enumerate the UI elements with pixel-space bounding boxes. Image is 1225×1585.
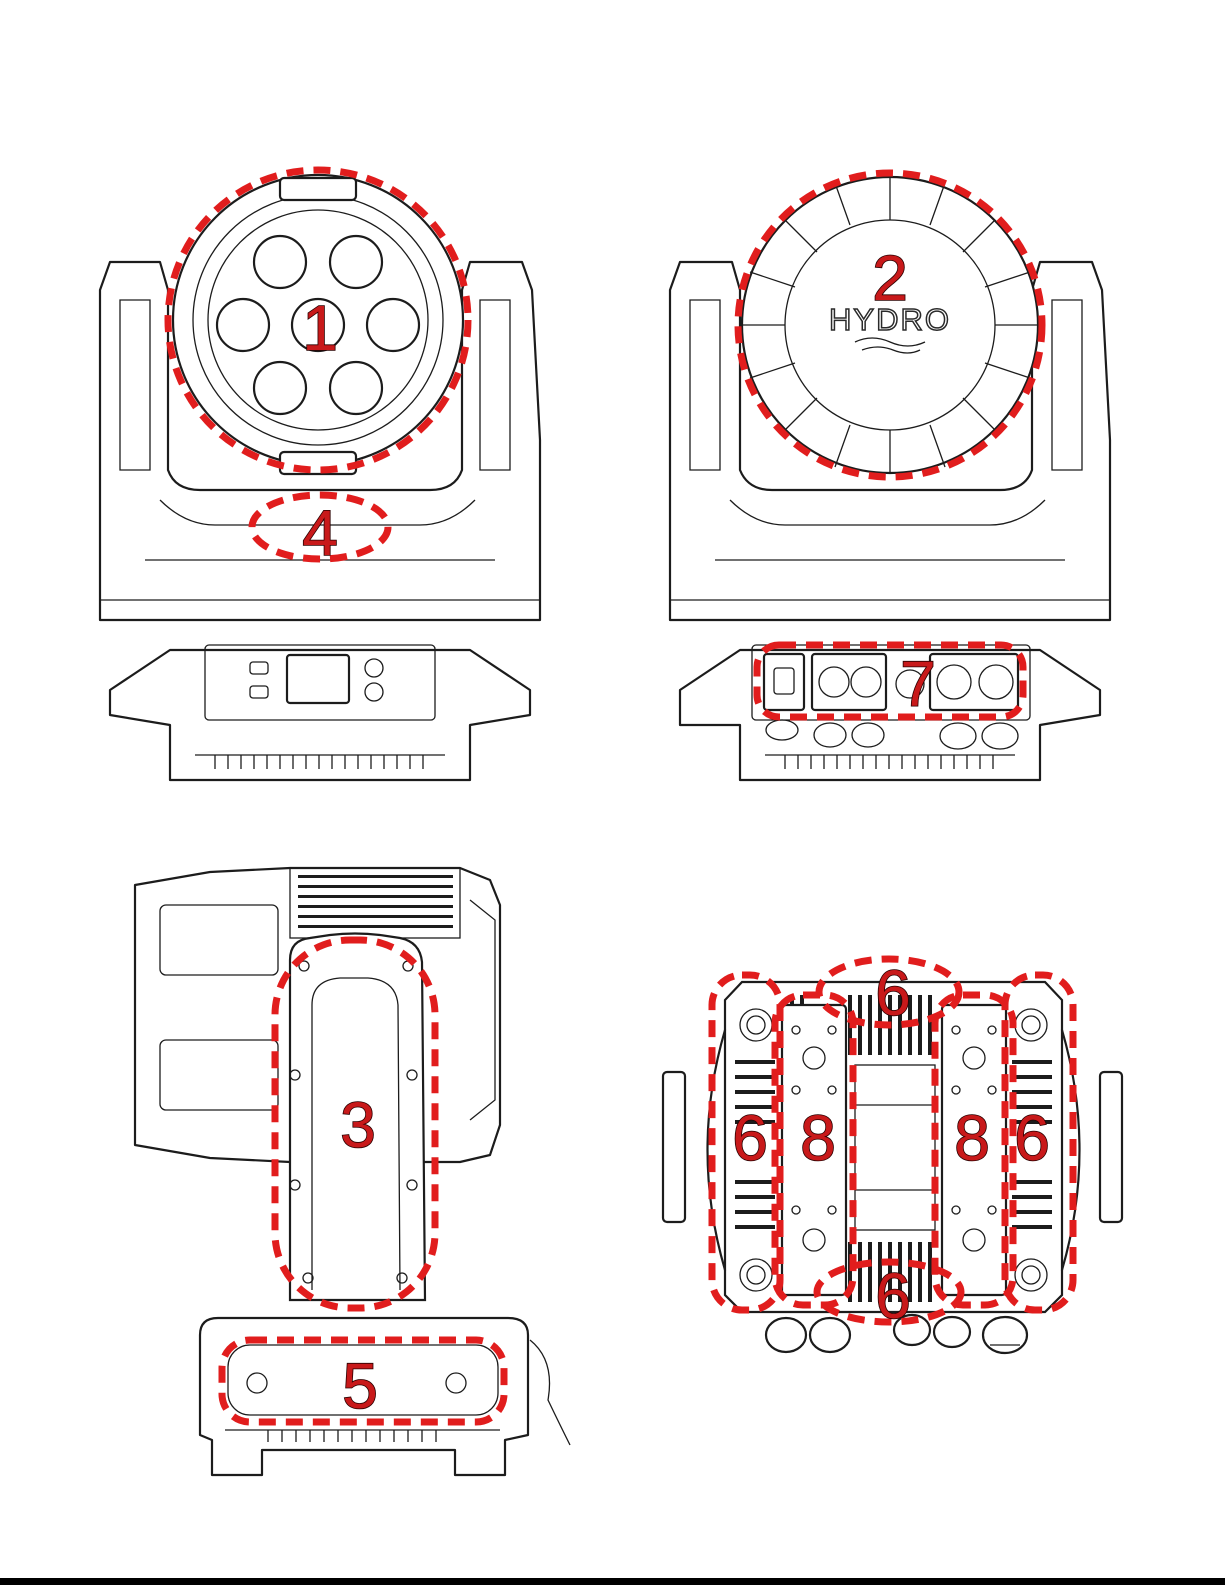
- callout-heatsink-left: 6: [732, 1102, 768, 1174]
- rear-base: [680, 650, 1100, 780]
- side-base-screw-right: [446, 1373, 466, 1393]
- callout-rear-cover: 2: [872, 242, 908, 314]
- callout-heatsink-top: 6: [875, 957, 911, 1029]
- side-vent-grid: [298, 875, 453, 928]
- bottom-view: 6 6 6 6 8 8: [663, 957, 1122, 1353]
- callout-heatsink-right: 6: [1014, 1102, 1050, 1174]
- page-bottom-rule: [0, 1578, 1225, 1585]
- front-display: [287, 655, 349, 703]
- callout-front-lens: 1: [302, 292, 338, 364]
- callout-arm-side: 3: [340, 1089, 376, 1161]
- side-view: 3 5: [135, 868, 570, 1475]
- callout-connector-panel: 7: [900, 648, 936, 720]
- callout-mount-plate-right: 8: [954, 1102, 990, 1174]
- rear-view: HYDRO 2 7: [670, 173, 1110, 780]
- side-base-screw-left: [247, 1373, 267, 1393]
- connector-panel: [764, 654, 1018, 710]
- callout-base-handle: 5: [342, 1350, 378, 1422]
- callout-yoke-handle: 4: [302, 497, 338, 569]
- callout-heatsink-bottom: 6: [875, 1260, 911, 1332]
- front-view: 1 4: [100, 170, 540, 780]
- callout-mount-plate-left: 8: [800, 1102, 836, 1174]
